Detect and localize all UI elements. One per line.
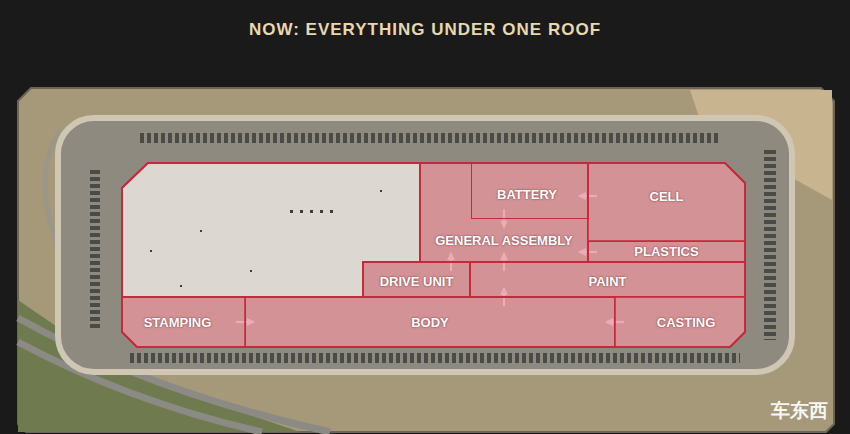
zone-label: PAINT [588,274,626,289]
zone-outline [122,297,245,347]
parking [130,353,740,363]
zone-outline [615,297,745,347]
factory-zone: DRIVE UNIT [363,262,470,297]
parking [764,150,776,340]
factory-zone: BATTERY GENERAL ASSEMBLY [420,163,588,262]
factory-zone: BODY [245,297,615,347]
zone-label: BATTERY [497,187,557,202]
zone-label: CELL [650,189,684,204]
zone-label: STAMPING [144,315,212,330]
factory-zone: PLASTICS [588,241,745,262]
factory-zone: STAMPING [122,297,245,347]
parking [140,133,720,143]
zone-label: GENERAL ASSEMBLY [435,233,573,248]
factory-zone: BATTERY [471,163,589,219]
parking [90,170,100,330]
ring-road [58,118,792,372]
zone-outline [588,163,745,241]
factory-zone: CASTING [615,297,745,347]
zone-label: BODY [411,315,449,330]
photo-frame [18,88,834,432]
zone-label: DRIVE UNIT [380,274,454,289]
factory-roof [122,163,745,347]
zone-label: PLASTICS [634,244,698,259]
factory-zone: CELL [588,163,745,241]
roof-vents [150,190,382,287]
zone-label: CASTING [657,315,716,330]
factory-zone: PAINT [470,262,745,297]
watermark: 车东西 [771,398,828,424]
slide-title: NOW: EVERYTHING UNDER ONE ROOF [0,20,850,40]
